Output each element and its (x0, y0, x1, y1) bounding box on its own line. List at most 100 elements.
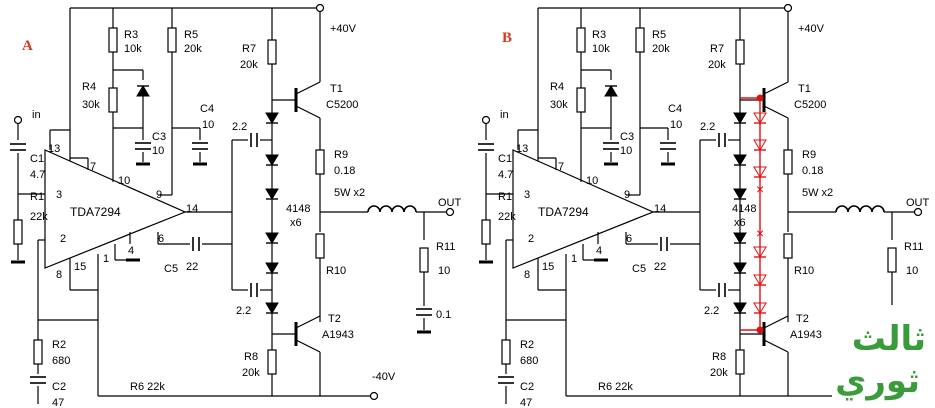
r9-power: 5W x2 (334, 187, 365, 199)
labels-diode-name: 4148 (732, 203, 756, 215)
labels-pin1: 1 (571, 253, 577, 265)
r9-value: 0.18 (334, 165, 355, 177)
r1-name: R1 (30, 191, 44, 203)
labels-pin8: 8 (56, 269, 62, 281)
labels-t2-name: T2 (796, 313, 809, 325)
r8-name: R8 (244, 351, 258, 363)
labels-pin10: 10 (118, 175, 130, 187)
r10-label: R10 (326, 265, 346, 277)
r11-name: R11 (436, 241, 455, 253)
r7-value: 20k (240, 59, 258, 71)
labels-c1-val: 4.7 (498, 169, 513, 181)
cross-mark-upper: × (756, 181, 764, 197)
c2-value: 47 (52, 397, 64, 408)
r3-value: 10k (124, 43, 142, 55)
c4-name: C4 (200, 103, 214, 115)
c4-value: 10 (202, 119, 214, 131)
labels-r5-name: R5 (652, 29, 666, 41)
labels-r8-name: R8 (712, 351, 726, 363)
labels-pin6: 6 (626, 233, 632, 245)
logo-text-top: ثالث (852, 319, 926, 359)
panel-a-label: A (22, 38, 33, 54)
t1-name: T1 (330, 83, 343, 95)
labels-pin15: 15 (542, 261, 554, 273)
diode-count: x6 (290, 217, 302, 229)
labels-pin7: 7 (558, 161, 564, 173)
chip-label: TDA7294 (70, 205, 121, 219)
labels-pin2: 2 (60, 233, 66, 245)
labels-pin3: 3 (524, 189, 530, 201)
t1-part: C5200 (326, 99, 358, 111)
c5-name: C5 (164, 263, 178, 275)
diode-name: 4148 (286, 203, 310, 215)
r5-value: 20k (184, 43, 202, 55)
labels-pin4: 4 (596, 245, 602, 257)
panel-a-labels: +40V -40V in OUT TDA7294 R1 22k R2 680 R… (30, 23, 462, 408)
labels-c2-val: 47 (520, 397, 532, 408)
labels-out: OUT (906, 197, 930, 209)
labels-c3-val: 10 (620, 145, 632, 157)
labels-pin15: 15 (74, 261, 86, 273)
labels-pin8: 8 (524, 269, 530, 281)
labels-r9-name: R9 (802, 149, 816, 161)
c1-value: 4.7 (30, 169, 45, 181)
r5-name: R5 (184, 29, 198, 41)
labels-r3-name: R3 (592, 29, 606, 41)
labels-in: in (500, 109, 509, 121)
pos-supply-label: +40V (330, 23, 357, 35)
c2-name: C2 (52, 381, 66, 393)
labels-c3-name: C3 (620, 131, 634, 143)
labels-cap-lower: 2.2 (704, 305, 719, 317)
t2-name: T2 (328, 313, 341, 325)
labels-r6: R6 22k (598, 381, 633, 393)
cap-out-value: 0.1 (436, 309, 451, 321)
labels-t2-part: A1943 (790, 329, 822, 341)
labels-r7-val: 20k (708, 59, 726, 71)
cross-mark-lower: × (756, 225, 764, 241)
labels-c4-val: 10 (670, 119, 682, 131)
r4-name: R4 (82, 81, 96, 93)
labels-r2-name: R2 (520, 339, 534, 351)
c5-value: 22 (186, 261, 198, 273)
labels-r7-name: R7 (710, 43, 724, 55)
c3-value: 10 (152, 145, 164, 157)
labels-r8-val: 20k (710, 367, 728, 379)
watermark-logo: ثالث ثوري (832, 305, 932, 405)
output-label: OUT (438, 197, 462, 209)
labels-c1-name: C1 (498, 153, 512, 165)
input-label: in (32, 109, 41, 121)
r2-name: R2 (52, 339, 66, 351)
labels-r10: R10 (794, 265, 814, 277)
labels-chip: TDA7294 (538, 205, 589, 219)
labels-pin2: 2 (528, 233, 534, 245)
logo-text-bottom: ثوري (835, 361, 920, 401)
r3-name: R3 (124, 29, 138, 41)
labels-pin13: 13 (516, 143, 528, 155)
labels-pos-supply: +40V (798, 23, 825, 35)
labels-pin3: 3 (56, 189, 62, 201)
labels-pin14: 14 (654, 203, 666, 215)
labels-pin10: 10 (586, 175, 598, 187)
labels-pin9: 9 (156, 189, 162, 201)
r1-value: 22k (30, 211, 48, 223)
panel-b-labels: +40V in OUT TDA7294 R1 22k R2 680 R3 10k… (498, 23, 930, 408)
labels-r1-val: 22k (498, 211, 516, 223)
labels-r11-name: R11 (904, 241, 923, 253)
labels-r9-pow: 5W x2 (802, 187, 833, 199)
neg-supply-label: -40V (372, 371, 396, 383)
labels-c4-name: C4 (668, 103, 682, 115)
labels-pin14: 14 (186, 203, 198, 215)
r6-label: R6 22k (130, 381, 165, 393)
labels-r2-val: 680 (520, 355, 538, 367)
r7-name: R7 (242, 43, 256, 55)
labels-r1-name: R1 (498, 191, 512, 203)
labels-r3-val: 10k (592, 43, 610, 55)
r11-value: 10 (438, 265, 450, 277)
c3-name: C3 (152, 131, 166, 143)
labels-r5-val: 20k (652, 43, 670, 55)
labels-t1-part: C5200 (794, 99, 826, 111)
labels-r4-val: 30k (550, 99, 568, 111)
labels-c2-name: C2 (520, 381, 534, 393)
r9-name: R9 (334, 149, 348, 161)
labels-r11-val: 10 (906, 265, 918, 277)
